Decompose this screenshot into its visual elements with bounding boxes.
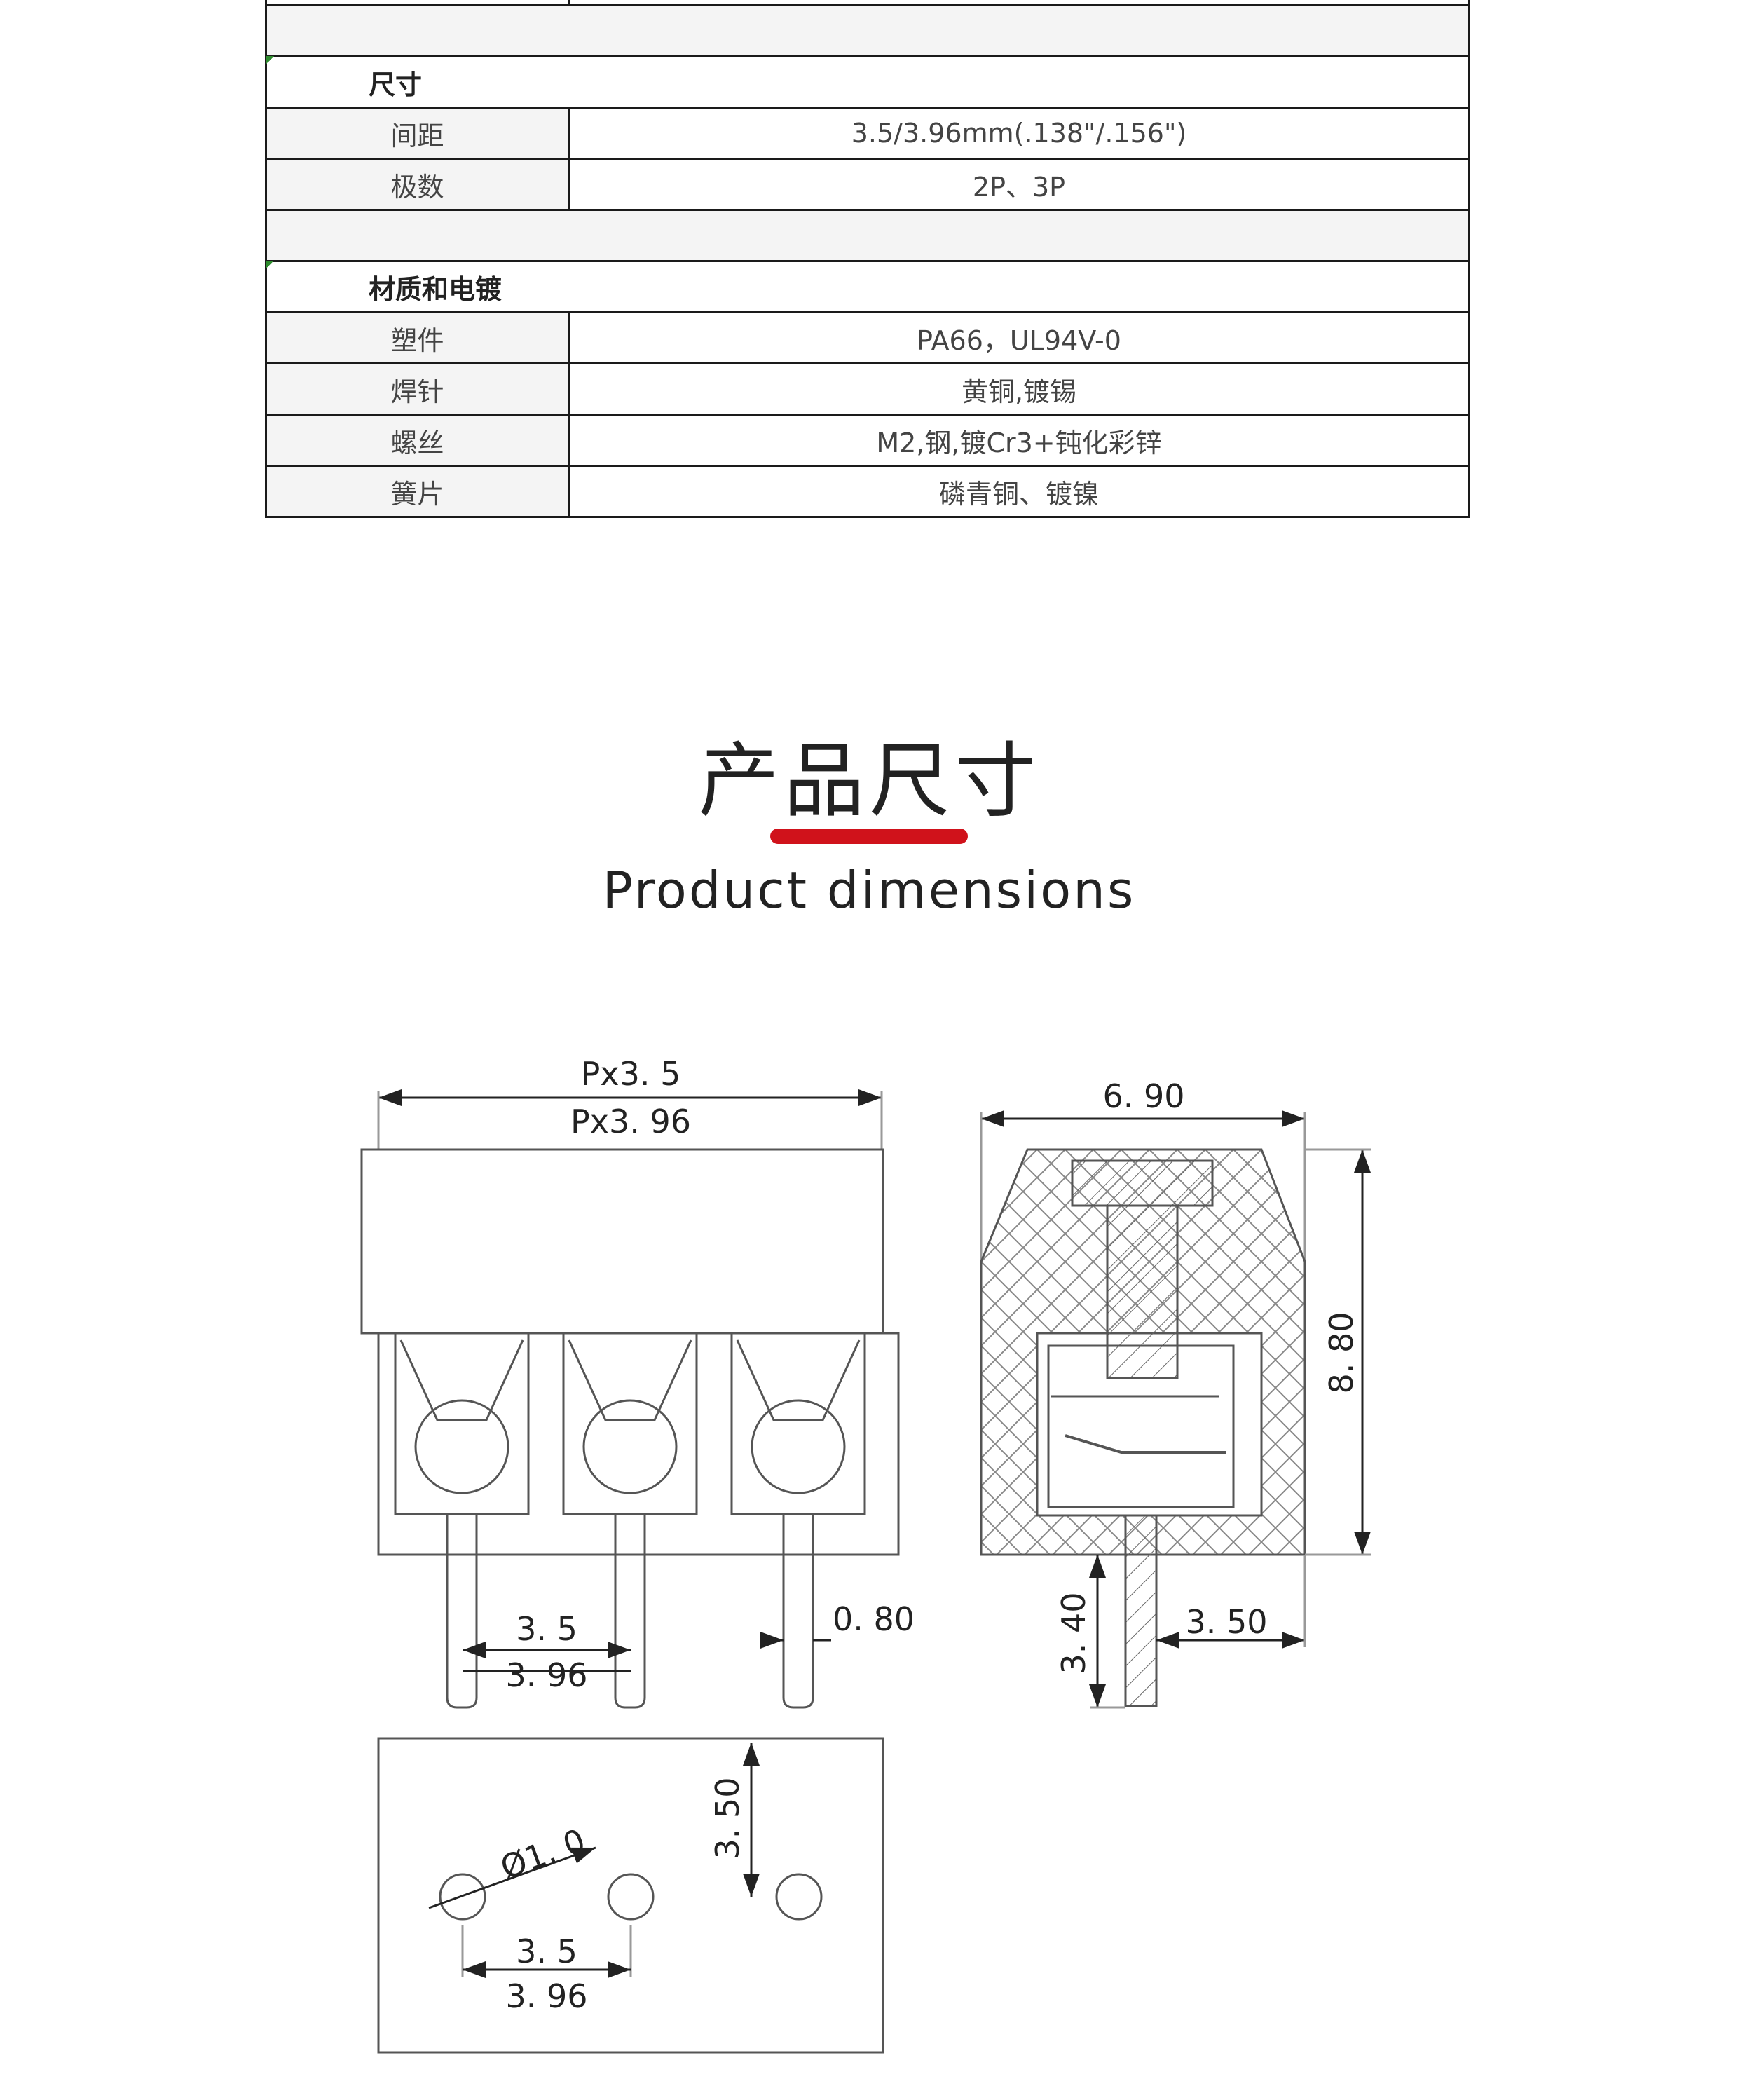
side-view [980,1110,1371,1709]
pitch-label-a: Px3. 5 [581,1055,681,1093]
table-row: 间距 3.5/3.96mm(.138"/.156") [265,107,1470,160]
table-row: 螺丝 M2,钢,镀Cr3+钝化彩锌 [265,414,1470,467]
section-heading-cn: 产品尺寸 [698,734,1040,829]
table-row: 极数 2P、3P [265,158,1470,211]
section-title-dimensions: 尺寸 [265,55,1470,109]
section-title-materials: 材质和电镀 [265,260,1470,313]
row-value: M2,钢,镀Cr3+钝化彩锌 [568,414,1470,467]
row-offset-label: 3. 50 [709,1777,746,1859]
pitch-label-b: Px3. 96 [570,1103,691,1140]
side-height-label: 8. 80 [1322,1311,1360,1393]
side-width-label: 6. 90 [1102,1077,1184,1115]
pin-width-label: 0. 80 [833,1600,915,1638]
table-row: 焊针 黄铜,镀锡 [265,362,1470,416]
table-row: 塑件 PA66，UL94V-0 [265,311,1470,364]
row-value: 磷青铜、镀镍 [568,465,1470,518]
spec-table: 尺寸 间距 3.5/3.96mm(.138"/.156") 极数 2P、3P 材… [265,0,1470,518]
pin-length-label: 3. 40 [1055,1592,1093,1674]
row-label: 间距 [265,107,570,160]
table-row: 簧片 磷青铜、镀镍 [265,465,1470,518]
hole-spacing-a: 3. 5 [516,1932,577,1970]
pin-spacing-b: 3. 96 [505,1656,587,1694]
pin-spacing-a: 3. 5 [516,1610,577,1648]
row-value: 3.5/3.96mm(.138"/.156") [568,107,1470,160]
heading-accent-bar [770,829,968,844]
row-label: 塑件 [265,311,570,364]
row-label: 焊针 [265,362,570,416]
row-value: PA66，UL94V-0 [568,311,1470,364]
row-label: 极数 [265,158,570,211]
row-value: 2P、3P [568,158,1470,211]
pin-offset-label: 3. 50 [1185,1603,1267,1641]
row-value: 黄铜,镀锡 [568,362,1470,416]
section-heading-en: Product dimensions [602,861,1136,920]
row-label: 簧片 [265,465,570,518]
row-label: 螺丝 [265,414,570,467]
pcb-layout [377,1737,884,2054]
hole-spacing-b: 3. 96 [505,1977,587,2015]
hole-diameter-label: Ø1. 0 [495,1821,590,1886]
front-view [360,1089,900,1709]
